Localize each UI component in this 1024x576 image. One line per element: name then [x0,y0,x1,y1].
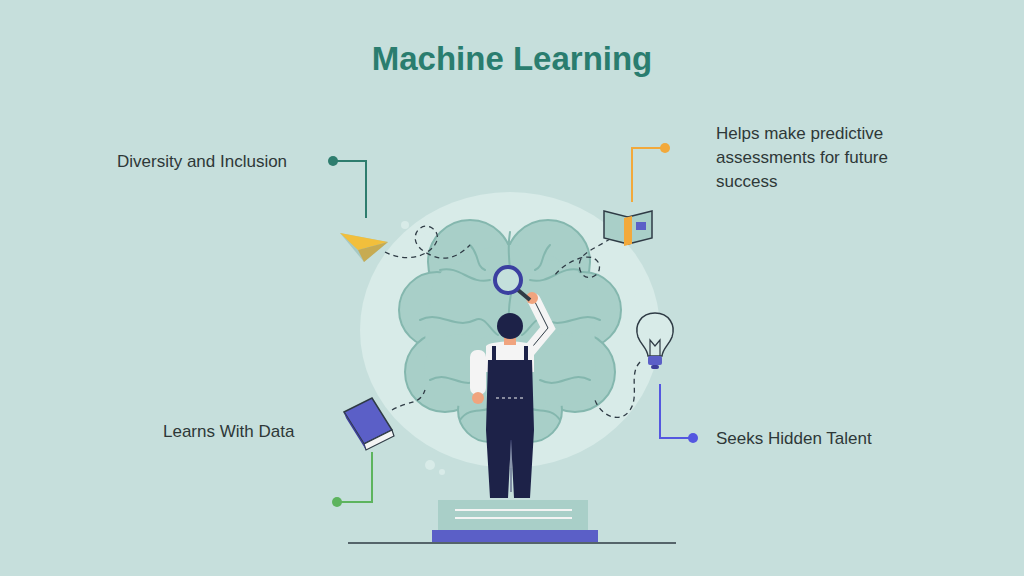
leader-dot [688,433,698,443]
leader-dot [332,497,342,507]
leader-dot [660,143,670,153]
callout-label: Diversity and Inclusion [117,150,287,174]
callout-label: Learns With Data [163,420,294,444]
leader-dot [328,156,338,166]
person-figure [470,267,548,498]
paper-plane-icon [340,233,388,262]
callout-label: Helps make predictive assessments for fu… [716,122,936,194]
diagram-title: Machine Learning [372,40,653,78]
lightbulb-icon [637,313,673,369]
book-stand [348,500,676,543]
book-icon [344,398,394,450]
book-icon [604,211,652,246]
callout-label: Seeks Hidden Talent [716,427,872,451]
leader-line [333,148,693,502]
